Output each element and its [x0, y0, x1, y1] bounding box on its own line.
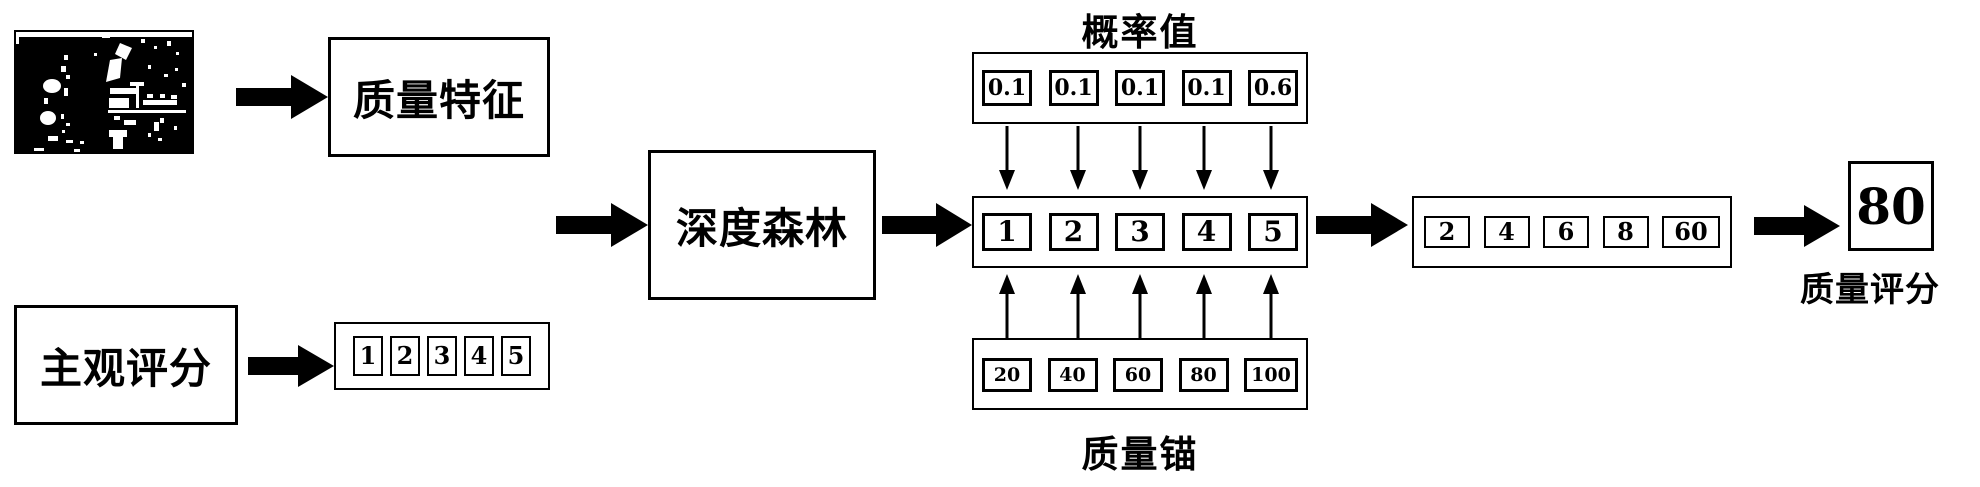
arrows-probability-to-classes	[972, 126, 1308, 192]
source-image-thumbnail	[14, 30, 194, 154]
node-subjective-score-label: 主观评分	[39, 343, 212, 393]
arrows-anchors-to-classes	[972, 272, 1308, 338]
row-subjective-levels-cells: 1 2 3 4 5	[342, 334, 542, 378]
arrow-deep-forest-to-classes	[882, 203, 972, 247]
node-final-score-value: 80	[1856, 176, 1926, 236]
class-level-cell[interactable]: 2	[1048, 213, 1099, 251]
arrow-subjective-to-levels	[248, 345, 334, 387]
subjective-level-cell[interactable]: 2	[390, 336, 420, 376]
weighted-value-cell[interactable]: 4	[1483, 216, 1530, 248]
probability-cell[interactable]: 0.1	[982, 70, 1032, 106]
weighted-value-cell[interactable]: 6	[1543, 216, 1589, 248]
class-level-cell[interactable]: 1	[982, 213, 1032, 251]
subjective-level-cell[interactable]: 1	[353, 336, 383, 376]
weighted-value-cell[interactable]: 8	[1602, 216, 1649, 248]
node-quality-feature-label: 质量特征	[352, 75, 525, 125]
quality-anchor-cell[interactable]: 80	[1178, 358, 1229, 392]
quality-anchor-cell[interactable]: 60	[1113, 358, 1163, 392]
node-quality-feature[interactable]: 质量特征	[328, 37, 550, 157]
node-deep-forest[interactable]: 深度森林	[648, 150, 876, 300]
arrow-image-to-quality-feature	[236, 75, 328, 119]
node-deep-forest-label: 深度森林	[675, 203, 848, 253]
weighted-value-cell[interactable]: 60	[1662, 216, 1720, 248]
node-final-score[interactable]: 80	[1848, 161, 1934, 251]
subjective-level-cell[interactable]: 5	[501, 336, 531, 376]
label-probability: 概率值	[1081, 11, 1199, 54]
quality-anchor-cell[interactable]: 40	[1047, 358, 1098, 392]
class-level-cell[interactable]: 4	[1181, 213, 1232, 251]
probability-cell[interactable]: 0.1	[1048, 70, 1099, 106]
probability-cell[interactable]: 0.6	[1248, 70, 1298, 106]
subjective-level-cell[interactable]: 4	[464, 336, 494, 376]
class-level-cell[interactable]: 5	[1248, 213, 1298, 251]
arrow-weighted-to-final-score	[1754, 205, 1840, 247]
quality-anchor-cell[interactable]: 100	[1244, 358, 1298, 392]
row-quality-anchors-cells: 20 40 60 80 100	[982, 350, 1298, 400]
label-quality-anchor: 质量锚	[1081, 433, 1199, 476]
subjective-level-cell[interactable]: 3	[427, 336, 457, 376]
row-weighted-values-cells: 2 4 6 8 60	[1424, 208, 1720, 256]
row-class-levels-cells: 1 2 3 4 5	[982, 206, 1298, 258]
node-subjective-score[interactable]: 主观评分	[14, 305, 238, 425]
quality-anchor-cell[interactable]: 20	[982, 358, 1032, 392]
arrow-classes-to-weighted	[1316, 203, 1408, 247]
label-quality-score: 质量评分	[1800, 270, 1940, 310]
row-probability-values-cells: 0.1 0.1 0.1 0.1 0.6	[982, 62, 1298, 114]
probability-cell[interactable]: 0.1	[1181, 70, 1232, 106]
arrow-inputs-to-deep-forest	[556, 203, 648, 247]
probability-cell[interactable]: 0.1	[1115, 70, 1165, 106]
class-level-cell[interactable]: 3	[1115, 213, 1165, 251]
source-image-bitmap	[14, 30, 194, 154]
weighted-value-cell[interactable]: 2	[1424, 216, 1470, 248]
